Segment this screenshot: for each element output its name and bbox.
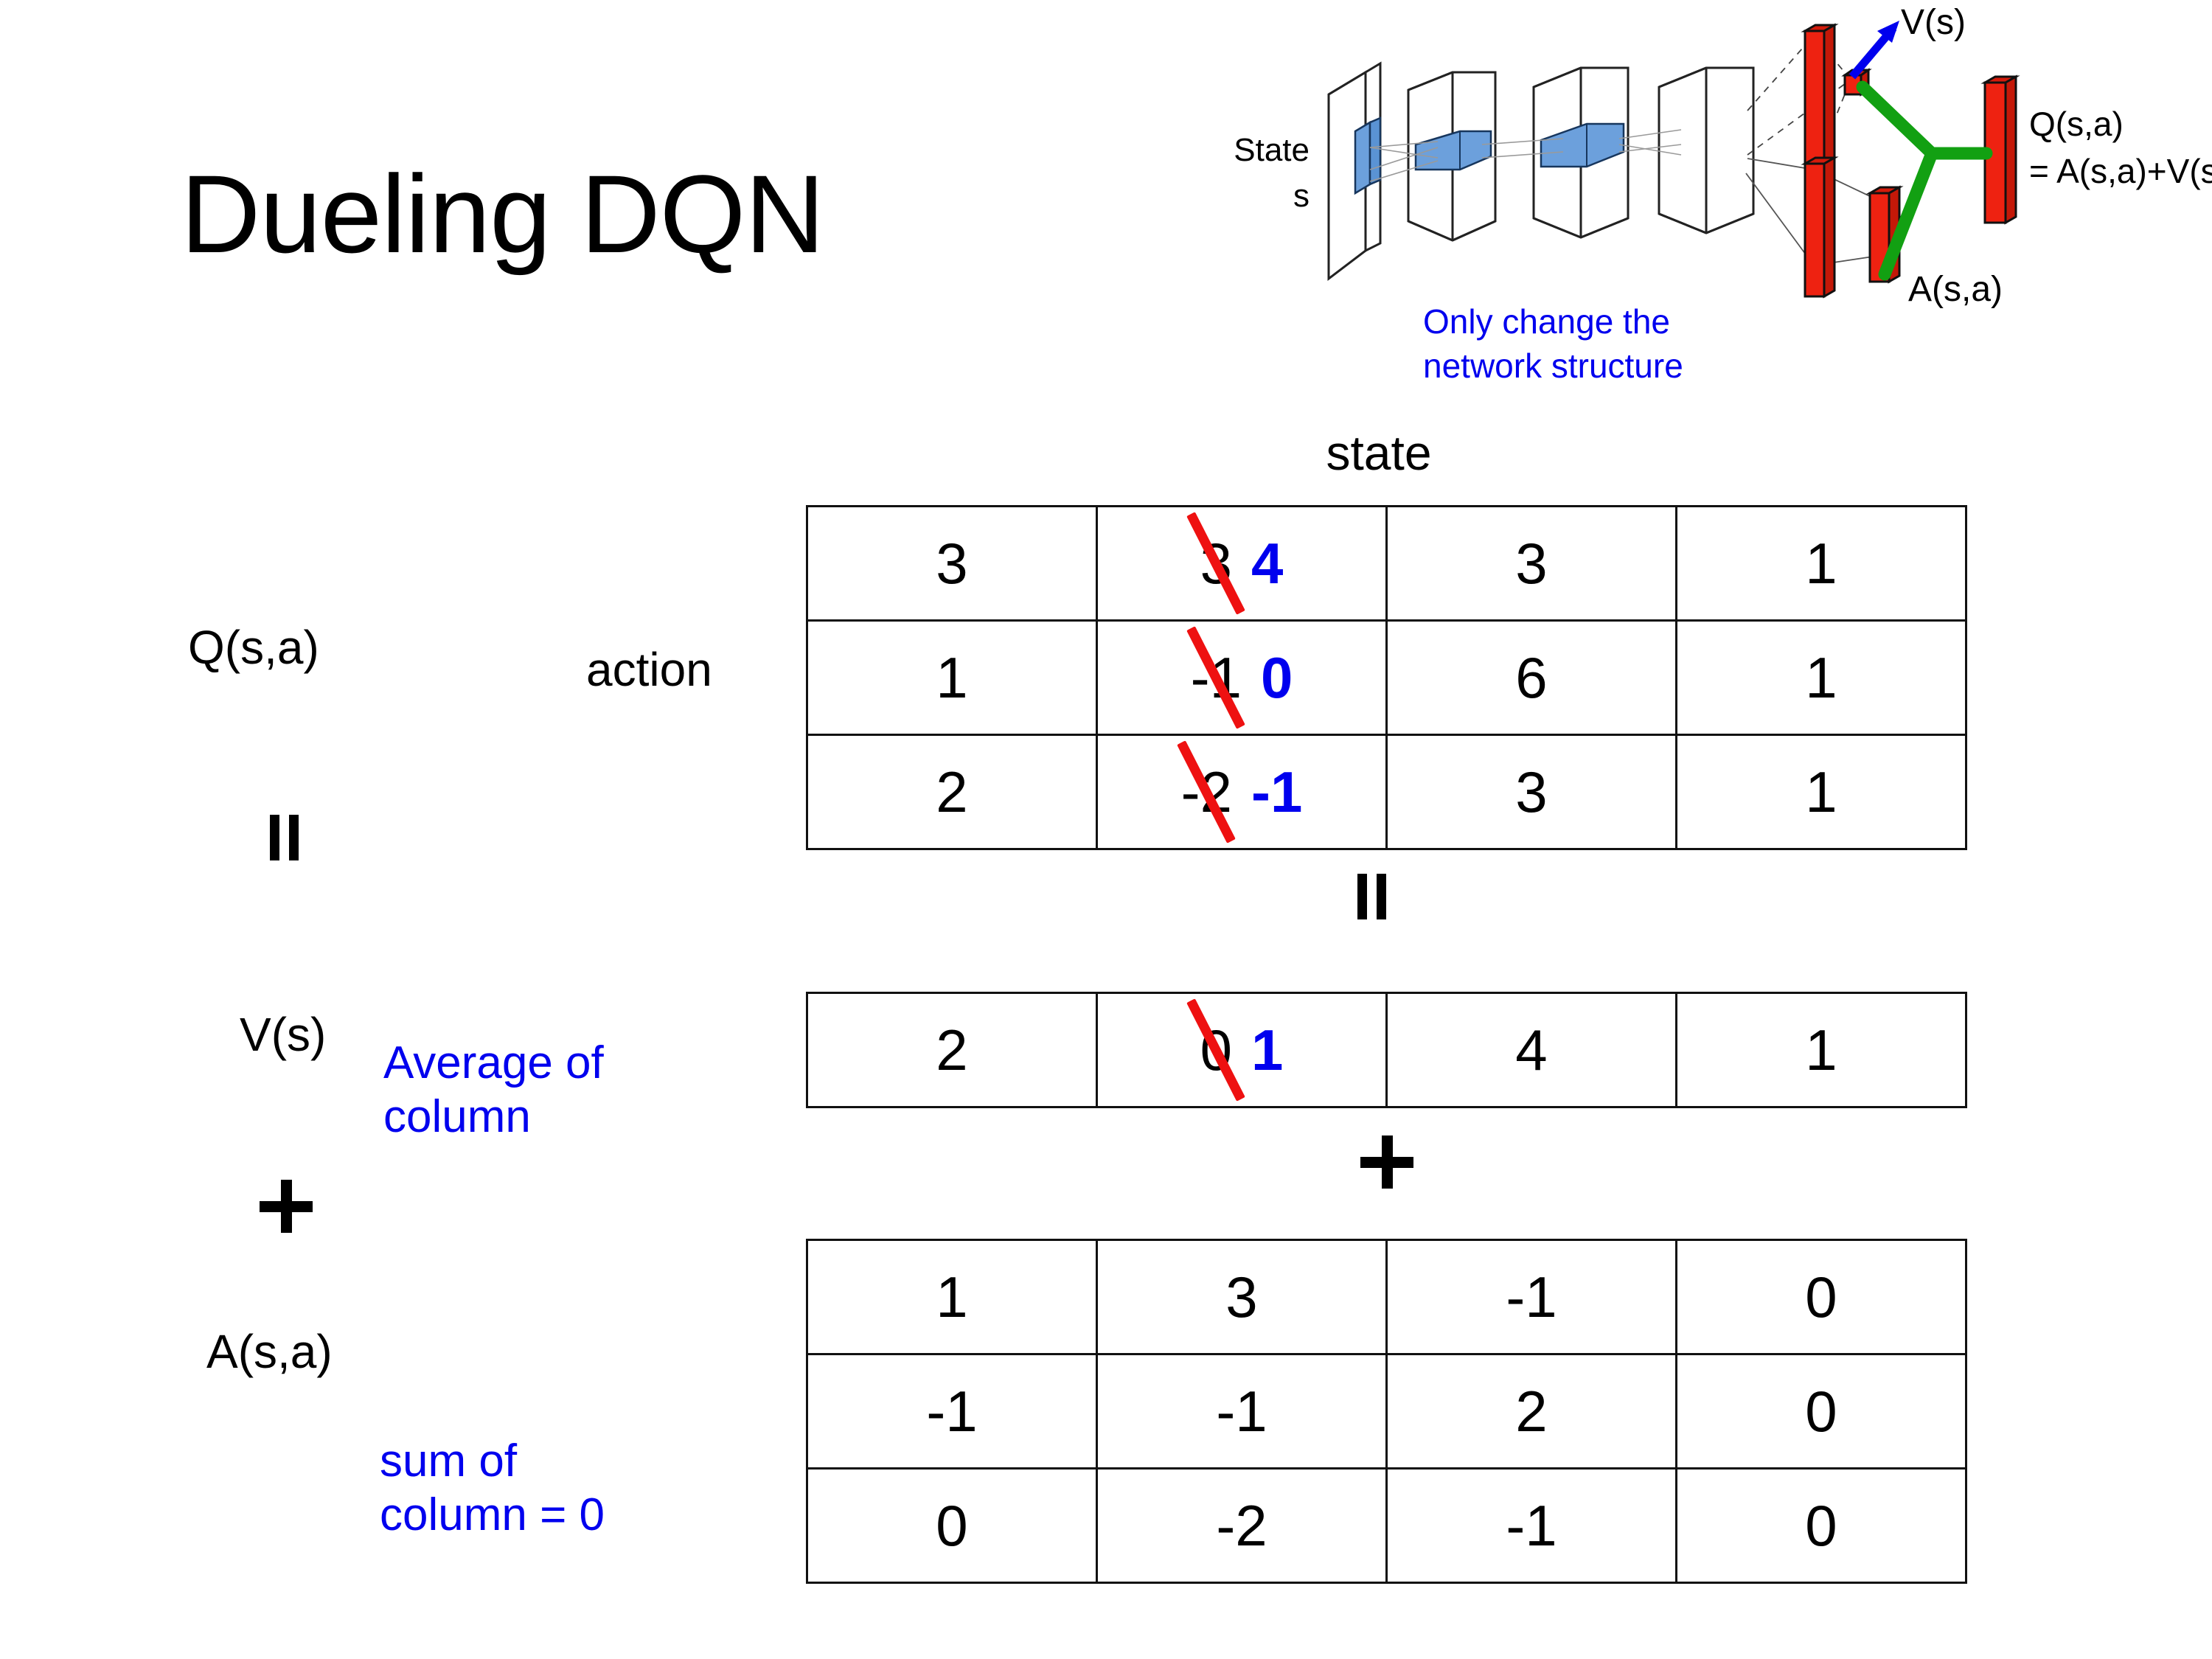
diagram-state-label-line2: s (1293, 178, 1310, 214)
equals-operator-center (1353, 874, 1393, 919)
diagram-note-line1: Only change the (1423, 302, 1670, 341)
table-cell: 1 (1675, 734, 1967, 850)
table-cell: 0 (1675, 1467, 1967, 1584)
table-cell: 2 (806, 992, 1098, 1108)
table-cell: 3 (806, 505, 1098, 622)
plus-operator-center (1360, 1135, 1413, 1189)
dueling-network-diagram: State s Only change the network structur… (1091, 0, 2212, 413)
struck-value: 3 (1186, 512, 1246, 615)
corrected-value: -1 (1251, 759, 1303, 824)
corrected-value: 1 (1251, 1017, 1284, 1082)
strikethrough-mark (1186, 998, 1246, 1102)
table-cell: -1 (1385, 1467, 1677, 1584)
sum-of-column-note: sum of column = 0 (380, 1434, 763, 1542)
state-axis-label: state (1326, 425, 1432, 480)
sum-of-column-line2: column = 0 (380, 1489, 605, 1541)
diagram-advantage-label: A(s,a) (1908, 270, 2003, 309)
table-cell: 2 (1385, 1353, 1677, 1470)
table-cell: -2 (1096, 1467, 1388, 1584)
corrected-value: 4 (1251, 530, 1284, 596)
page-title: Dueling DQN (181, 152, 825, 276)
diagram-note-line2: network structure (1423, 347, 1683, 385)
table-cell: 1 (806, 1239, 1098, 1355)
strikethrough-mark (1186, 512, 1246, 615)
average-of-column-note: Average of column (383, 1036, 730, 1144)
plus-operator-left (260, 1180, 313, 1233)
table-cell: 3 (1096, 1239, 1388, 1355)
strikethrough-mark (1177, 740, 1237, 844)
table-cell: 2 (806, 734, 1098, 850)
average-of-column-line1: Average of (383, 1037, 604, 1088)
table-cell: 1 (1675, 505, 1967, 622)
table-cell: -1 (1096, 1353, 1388, 1470)
corrected-value: 0 (1260, 644, 1293, 710)
v-function-label: V(s) (240, 1008, 327, 1061)
table-cell: 0 (806, 1467, 1098, 1584)
table-cell: 0 (1675, 1353, 1967, 1470)
table-cell: -1 (806, 1353, 1098, 1470)
table-cell: 4 (1385, 992, 1677, 1108)
action-axis-label: action (586, 643, 712, 696)
table-cell: 3 (1385, 505, 1677, 622)
table-cell: 1 (806, 619, 1098, 736)
table-cell: -2-1 (1096, 734, 1388, 850)
average-of-column-line2: column (383, 1091, 531, 1143)
q-function-label: Q(s,a) (188, 621, 319, 674)
diagram-output-label-line1: Q(s,a) (2029, 105, 2124, 143)
table-cell: -1 (1385, 1239, 1677, 1355)
sum-of-column-line1: sum of (380, 1436, 518, 1486)
table-cell: 6 (1385, 619, 1677, 736)
strikethrough-mark (1186, 626, 1246, 729)
struck-value: -1 (1186, 626, 1246, 729)
table-cell: 1 (1675, 619, 1967, 736)
a-function-label: A(s,a) (206, 1325, 333, 1378)
table-cell: 1 (1675, 992, 1967, 1108)
table-cell: 0 (1675, 1239, 1967, 1355)
diagram-value-label: V(s) (1901, 3, 1966, 42)
struck-value: -2 (1177, 740, 1237, 844)
struck-value: 0 (1186, 998, 1246, 1102)
table-cell: 3 (1385, 734, 1677, 850)
diagram-output-label-line2: = A(s,a)+V(s) (2029, 152, 2212, 190)
equals-operator-left (265, 815, 305, 860)
diagram-state-label-line1: State (1234, 132, 1310, 168)
